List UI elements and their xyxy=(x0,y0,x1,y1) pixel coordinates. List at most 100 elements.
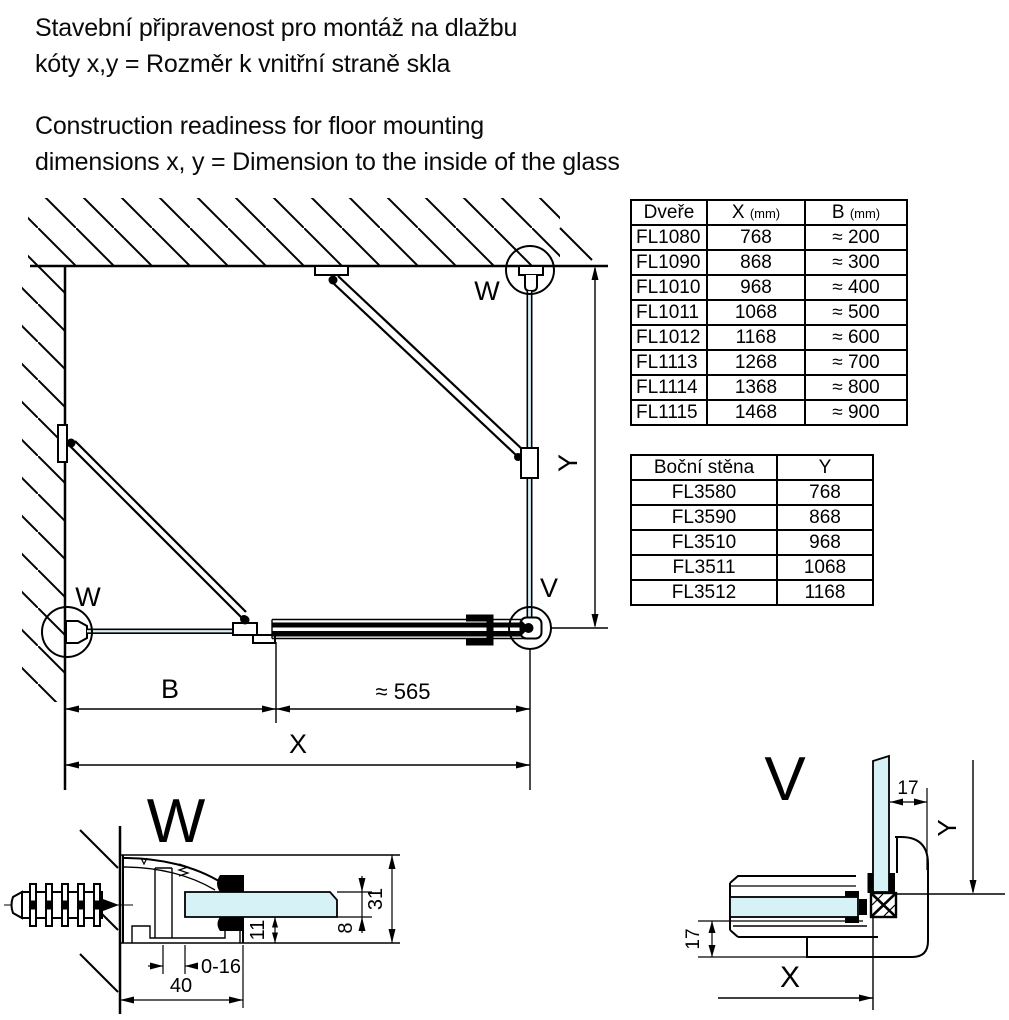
dimension-17-left: 17 xyxy=(685,920,807,958)
dimension-adjust-0-16: 0-16 xyxy=(148,945,241,978)
table-row: FL1113 1268 ≈ 700 xyxy=(630,349,908,376)
door-section xyxy=(729,875,878,938)
detail-marker-w-bottom-label: W xyxy=(75,582,101,612)
svg-text:31: 31 xyxy=(365,888,387,910)
svg-text:11: 11 xyxy=(247,920,269,941)
detail-w-drawing: W xyxy=(4,787,400,1014)
door-b-value: ≈ 500 xyxy=(804,299,908,326)
door-b-value: ≈ 800 xyxy=(804,374,908,401)
door-x-value: 968 xyxy=(706,274,806,301)
door-b-value: ≈ 400 xyxy=(804,274,908,301)
title-en-line1: Construction readiness for floor mountin… xyxy=(35,112,484,140)
detail-marker-w-top-circle xyxy=(505,245,555,295)
side-model: FL3510 xyxy=(630,529,778,556)
detail-w-title: W xyxy=(147,787,206,856)
dimension-x: X xyxy=(65,729,530,769)
detail-marker-w-top-label: W xyxy=(474,276,500,306)
door-model: FL1113 xyxy=(630,349,708,376)
door-model: FL1010 xyxy=(630,274,708,301)
table-row: FL1115 1468 ≈ 900 xyxy=(630,399,908,426)
detail-v-title: V xyxy=(764,745,806,814)
door-x-value: 1068 xyxy=(706,299,806,326)
side-col-y-header: Y xyxy=(776,454,874,481)
table-row: FL3580 768 xyxy=(630,479,874,506)
table-row: FL1114 1368 ≈ 800 xyxy=(630,374,908,401)
door-model: FL1080 xyxy=(630,224,708,251)
table-row: FL1010 968 ≈ 400 xyxy=(630,274,908,301)
table-row: FL1090 868 ≈ 300 xyxy=(630,249,908,276)
title-cs-line1: Stavební připravenost pro montáž na dlaž… xyxy=(35,14,518,42)
plan-view-drawing: W W xyxy=(22,198,608,790)
support-bar-top xyxy=(314,265,539,479)
svg-text:Y: Y xyxy=(932,819,962,836)
table-row: FL1011 1068 ≈ 500 xyxy=(630,299,908,326)
table-row: FL3511 1068 xyxy=(630,554,874,581)
table-row: FL3590 868 xyxy=(630,504,874,531)
pivot-hinge xyxy=(232,615,276,644)
door-b-value: ≈ 600 xyxy=(804,324,908,351)
title-cs-line2: kóty x,y = Rozměr k vnitřní straně skla xyxy=(35,50,451,78)
side-model: FL3580 xyxy=(630,479,778,506)
door-x-value: 768 xyxy=(706,224,806,251)
glass-pane-w xyxy=(184,891,338,918)
detail-marker-v-label: V xyxy=(540,573,558,603)
dimension-height-31: 31 xyxy=(365,855,396,943)
svg-text:X: X xyxy=(780,961,800,994)
doors-table-header-row: Dveře X (mm) B (mm) xyxy=(630,199,908,226)
wall-profile-section xyxy=(120,854,400,944)
wall-anchor xyxy=(4,883,133,927)
door-x-value: 1168 xyxy=(706,324,806,351)
corner-bracket xyxy=(806,836,929,958)
doors-col-model-header: Dveře xyxy=(630,199,708,226)
table-row: FL1080 768 ≈ 200 xyxy=(630,224,908,251)
detail-marker-w-bottom-circle xyxy=(41,606,93,658)
corner-joint xyxy=(519,616,543,640)
glass-pane-vertical xyxy=(872,754,890,893)
side-y-value: 768 xyxy=(776,479,874,506)
door-handle xyxy=(466,614,494,646)
side-col-model-header: Boční stěna xyxy=(630,454,778,481)
svg-text:Y: Y xyxy=(553,454,583,472)
door-b-value: ≈ 300 xyxy=(804,249,908,276)
door-model: FL1090 xyxy=(630,249,708,276)
dimension-b-565: B ≈ 565 xyxy=(65,674,530,713)
side-table-header-row: Boční stěna Y xyxy=(630,454,874,481)
table-row: FL3512 1168 xyxy=(630,579,874,606)
table-row: FL3510 968 xyxy=(630,529,874,556)
side-y-value: 868 xyxy=(776,504,874,531)
door-x-value: 1468 xyxy=(706,399,806,426)
dimension-y-detail: Y xyxy=(896,760,1005,895)
dimension-y: Y xyxy=(553,266,599,628)
door-x-value: 1268 xyxy=(706,349,806,376)
dimension-x-detail: X xyxy=(718,917,874,1010)
door-x-value: 868 xyxy=(706,249,806,276)
side-panel-table: Boční stěna Y FL3580 768 FL3590 868 FL35… xyxy=(630,454,874,606)
dimension-gap-11: 11 xyxy=(247,917,278,943)
door-b-value: ≈ 700 xyxy=(804,349,908,376)
svg-text:0-16: 0-16 xyxy=(201,956,241,978)
side-y-value: 1168 xyxy=(776,579,874,606)
svg-text:X: X xyxy=(289,729,307,759)
side-y-value: 1068 xyxy=(776,554,874,581)
svg-text:17: 17 xyxy=(685,928,704,949)
side-y-value: 968 xyxy=(776,529,874,556)
dim-b-label: B xyxy=(161,674,179,704)
door-model: FL1114 xyxy=(630,374,708,401)
side-model: FL3590 xyxy=(630,504,778,531)
seal-left xyxy=(867,873,873,893)
dimension-glass-8: 8 xyxy=(335,876,372,934)
door-model: FL1011 xyxy=(630,299,708,326)
doors-col-b-header: B (mm) xyxy=(804,199,908,226)
dimension-17-top: 17 xyxy=(890,778,928,870)
svg-text:40: 40 xyxy=(170,975,192,997)
door-x-value: 1368 xyxy=(706,374,806,401)
corner-connector xyxy=(869,891,898,919)
door-b-value: ≈ 900 xyxy=(804,399,908,426)
fixed-panel-bottom xyxy=(65,620,233,644)
side-model: FL3511 xyxy=(630,554,778,581)
side-model: FL3512 xyxy=(630,579,778,606)
title-block-czech: Stavební připravenost pro montáž na dlaž… xyxy=(35,10,517,82)
dim-565-label: ≈ 565 xyxy=(376,679,431,704)
seal-right xyxy=(889,873,895,893)
